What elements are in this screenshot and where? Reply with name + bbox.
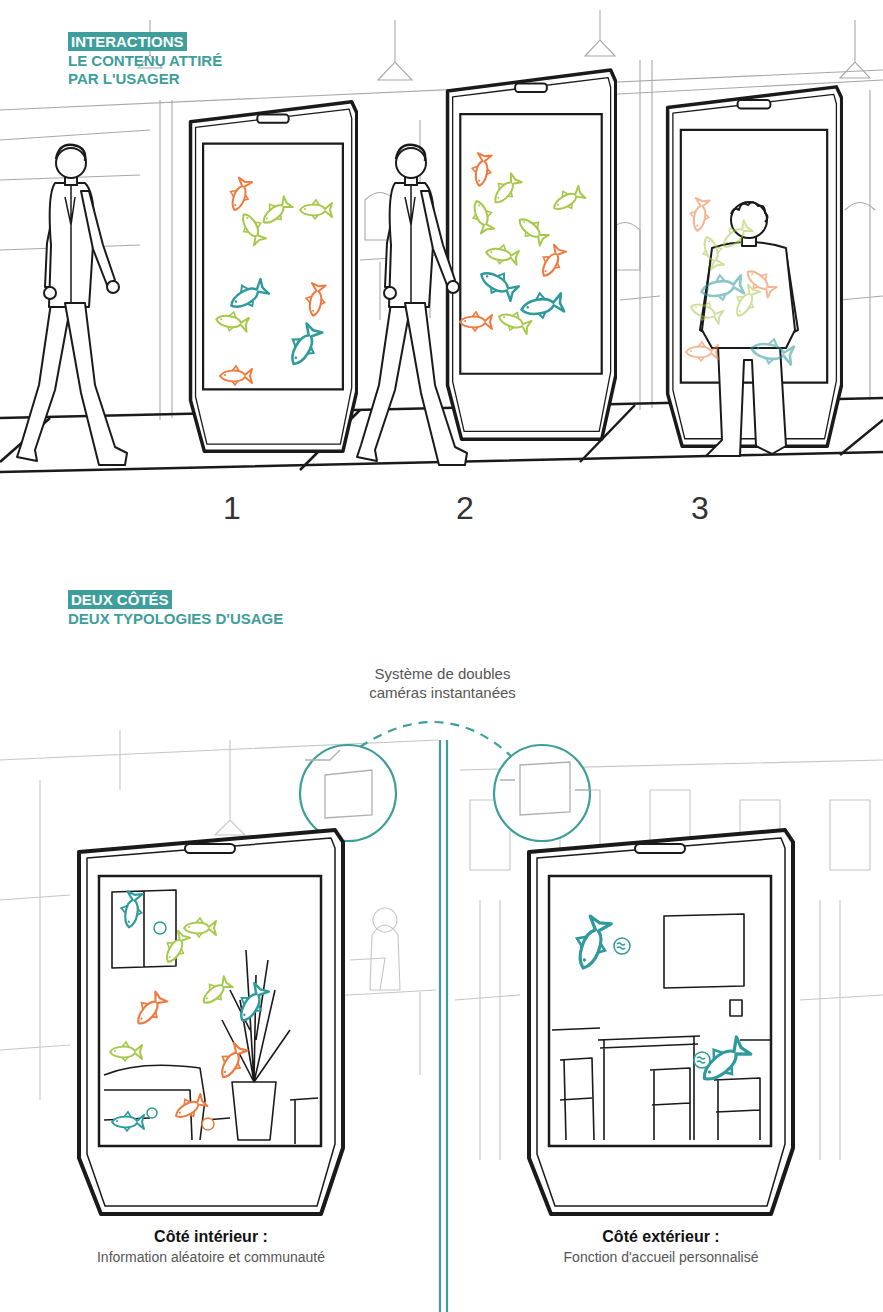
floor <box>0 398 883 472</box>
background-sketch <box>160 60 870 420</box>
kiosk-exterior: Côté extérieur : Fonction d'accueil perso… <box>525 828 797 1265</box>
person-back-view <box>702 242 795 348</box>
fish-top <box>699 272 744 304</box>
kiosk-slot <box>635 844 685 853</box>
section-tag: INTERACTIONS <box>68 32 187 51</box>
background-sketch <box>460 760 883 870</box>
kiosk-outline <box>525 828 795 1218</box>
fish-top <box>215 309 250 333</box>
fish-top <box>282 321 324 369</box>
kiosk-screen <box>99 876 321 1146</box>
kiosk-frame-inner <box>537 838 785 1206</box>
fish-top <box>686 198 795 368</box>
kiosk-heading: Côté intérieur : <box>75 1228 347 1246</box>
fish-top <box>698 234 727 271</box>
person-back-view <box>700 252 798 334</box>
background-sketch <box>138 10 870 80</box>
person-back-view <box>731 202 768 222</box>
kiosk-description: Fonction d'accueil personnalisé <box>525 1249 797 1265</box>
background-sketch <box>0 730 883 1160</box>
section-tag: DEUX CÔTÉS <box>68 590 172 609</box>
fish-top <box>535 243 567 280</box>
camera-view <box>305 750 590 818</box>
fish-top <box>460 153 586 336</box>
kiosk-top <box>191 102 357 452</box>
fish-top <box>225 276 270 315</box>
kiosk-top <box>191 102 357 452</box>
kiosk-outline <box>75 828 345 1218</box>
kiosk-top <box>448 70 616 439</box>
fish-top <box>468 198 497 235</box>
section-subtitle: LE CONTENU ATTIRÉ PAR L'USAGER <box>68 52 253 88</box>
fish-top <box>549 183 586 215</box>
person-walking <box>357 145 467 465</box>
step-number: 3 <box>670 490 730 527</box>
fish-top <box>688 297 725 326</box>
fish-top <box>687 198 711 233</box>
background-sketch <box>0 175 883 360</box>
background-sketch <box>0 895 70 1050</box>
camera-view <box>305 750 372 818</box>
fish-top <box>303 283 327 318</box>
fish-top <box>485 242 520 266</box>
fish-top <box>236 209 268 246</box>
camera-note: Système de doubles caméras instantanées <box>355 664 530 702</box>
camera-zoom <box>300 722 548 800</box>
fish-top <box>519 290 564 322</box>
background-sketch <box>370 908 400 990</box>
kiosk-frame <box>529 830 793 1214</box>
kiosk-frame <box>79 830 343 1214</box>
step-number: 1 <box>202 490 262 527</box>
person-walking <box>17 145 127 465</box>
camera-zoom <box>494 745 590 841</box>
floor <box>0 405 883 470</box>
kiosk-top <box>448 70 616 439</box>
fish-top <box>686 342 718 361</box>
kiosk-description: Information aléatoire et communauté <box>75 1249 347 1265</box>
fish-top <box>496 307 533 336</box>
kiosk-screen <box>549 876 771 1146</box>
fish-top <box>476 264 521 303</box>
camera-zoom <box>440 740 447 1312</box>
person-back-view <box>731 202 767 238</box>
fish-top <box>469 153 493 188</box>
fish-top <box>514 212 551 247</box>
step-number: 2 <box>435 490 495 527</box>
fish-top <box>749 336 794 368</box>
background-sketch <box>0 10 883 420</box>
camera-zoom <box>300 745 396 841</box>
kiosk-heading: Côté extérieur : <box>525 1228 797 1246</box>
kiosk-slot <box>185 844 235 853</box>
fish-top <box>257 194 294 229</box>
camera-view <box>500 762 590 815</box>
person-back-view <box>742 236 756 246</box>
person-walking <box>17 145 127 465</box>
fish-top <box>300 200 332 219</box>
floor <box>0 398 883 472</box>
fish-top <box>215 177 332 385</box>
kiosk-frame-inner <box>87 838 335 1206</box>
section-subtitle: DEUX TYPOLOGIES D'USAGE <box>68 610 388 628</box>
person-walking <box>357 145 467 465</box>
fish-top <box>742 264 779 299</box>
background-sketch <box>365 193 875 271</box>
fish-top <box>225 177 254 214</box>
kiosk-interior: Côté intérieur : Information aléatoire et… <box>75 828 347 1265</box>
fish-top <box>488 171 523 208</box>
kiosk-top <box>668 87 842 446</box>
fish-top <box>717 218 754 253</box>
person-back-view <box>706 346 786 456</box>
fish-top <box>220 366 252 385</box>
fish-top <box>729 283 761 320</box>
person-back-view <box>700 202 798 456</box>
kiosk-top <box>668 87 842 446</box>
fish-top <box>460 312 492 331</box>
